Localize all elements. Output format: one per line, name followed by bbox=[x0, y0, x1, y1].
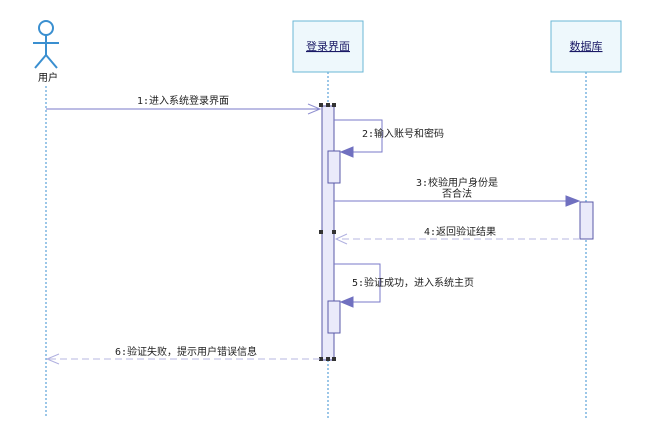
message-2-line bbox=[334, 119, 383, 153]
filled-arrow-icon bbox=[339, 146, 354, 158]
filled-arrow-icon bbox=[565, 195, 581, 207]
stick-figure-icon bbox=[33, 20, 59, 69]
message-6-label: 6:验证失败，提示用户错误信息 bbox=[115, 345, 257, 358]
lifeline-login-title: 登录界面 bbox=[306, 39, 350, 53]
message-5[interactable]: 5:验证成功，进入系统主页 bbox=[334, 263, 474, 308]
lifeline-login[interactable]: 登录界面 bbox=[292, 20, 364, 73]
lifeline-db-box bbox=[550, 20, 622, 73]
message-3-label-line-2: 否合法 bbox=[442, 187, 472, 200]
open-arrow-icon bbox=[307, 103, 322, 115]
activation-login-self-1[interactable] bbox=[327, 150, 341, 184]
message-6[interactable]: 6:验证失败，提示用户错误信息 bbox=[45, 345, 320, 365]
lifeline-login-box bbox=[292, 20, 364, 73]
message-1-label: 1:进入系统登录界面 bbox=[137, 94, 229, 107]
lifeline-db-title: 数据库 bbox=[570, 39, 603, 53]
message-1[interactable]: 1:进入系统登录界面 bbox=[46, 94, 322, 115]
open-arrow-icon bbox=[334, 233, 348, 245]
message-5-line bbox=[334, 263, 381, 303]
message-2[interactable]: 2:输入账号和密码 bbox=[334, 119, 444, 158]
activation-login-self-2[interactable] bbox=[327, 300, 341, 334]
filled-arrow-icon bbox=[339, 296, 354, 308]
selection-handles bbox=[319, 103, 336, 361]
message-3-label-line-1: 3:校验用户身份是 bbox=[416, 176, 498, 189]
actor-label: 用户 bbox=[38, 71, 58, 84]
actor-user[interactable]: 用户 bbox=[33, 20, 59, 84]
open-arrow-icon bbox=[45, 353, 60, 365]
activation-db[interactable] bbox=[579, 201, 594, 240]
lifeline-db[interactable]: 数据库 bbox=[550, 20, 622, 73]
message-2-label: 2:输入账号和密码 bbox=[362, 127, 444, 140]
message-4[interactable]: 4:返回验证结果 bbox=[334, 225, 580, 245]
message-3[interactable]: 3:校验用户身份是 否合法 bbox=[334, 176, 581, 207]
message-4-label: 4:返回验证结果 bbox=[424, 225, 496, 238]
message-5-label: 5:验证成功，进入系统主页 bbox=[352, 276, 474, 289]
